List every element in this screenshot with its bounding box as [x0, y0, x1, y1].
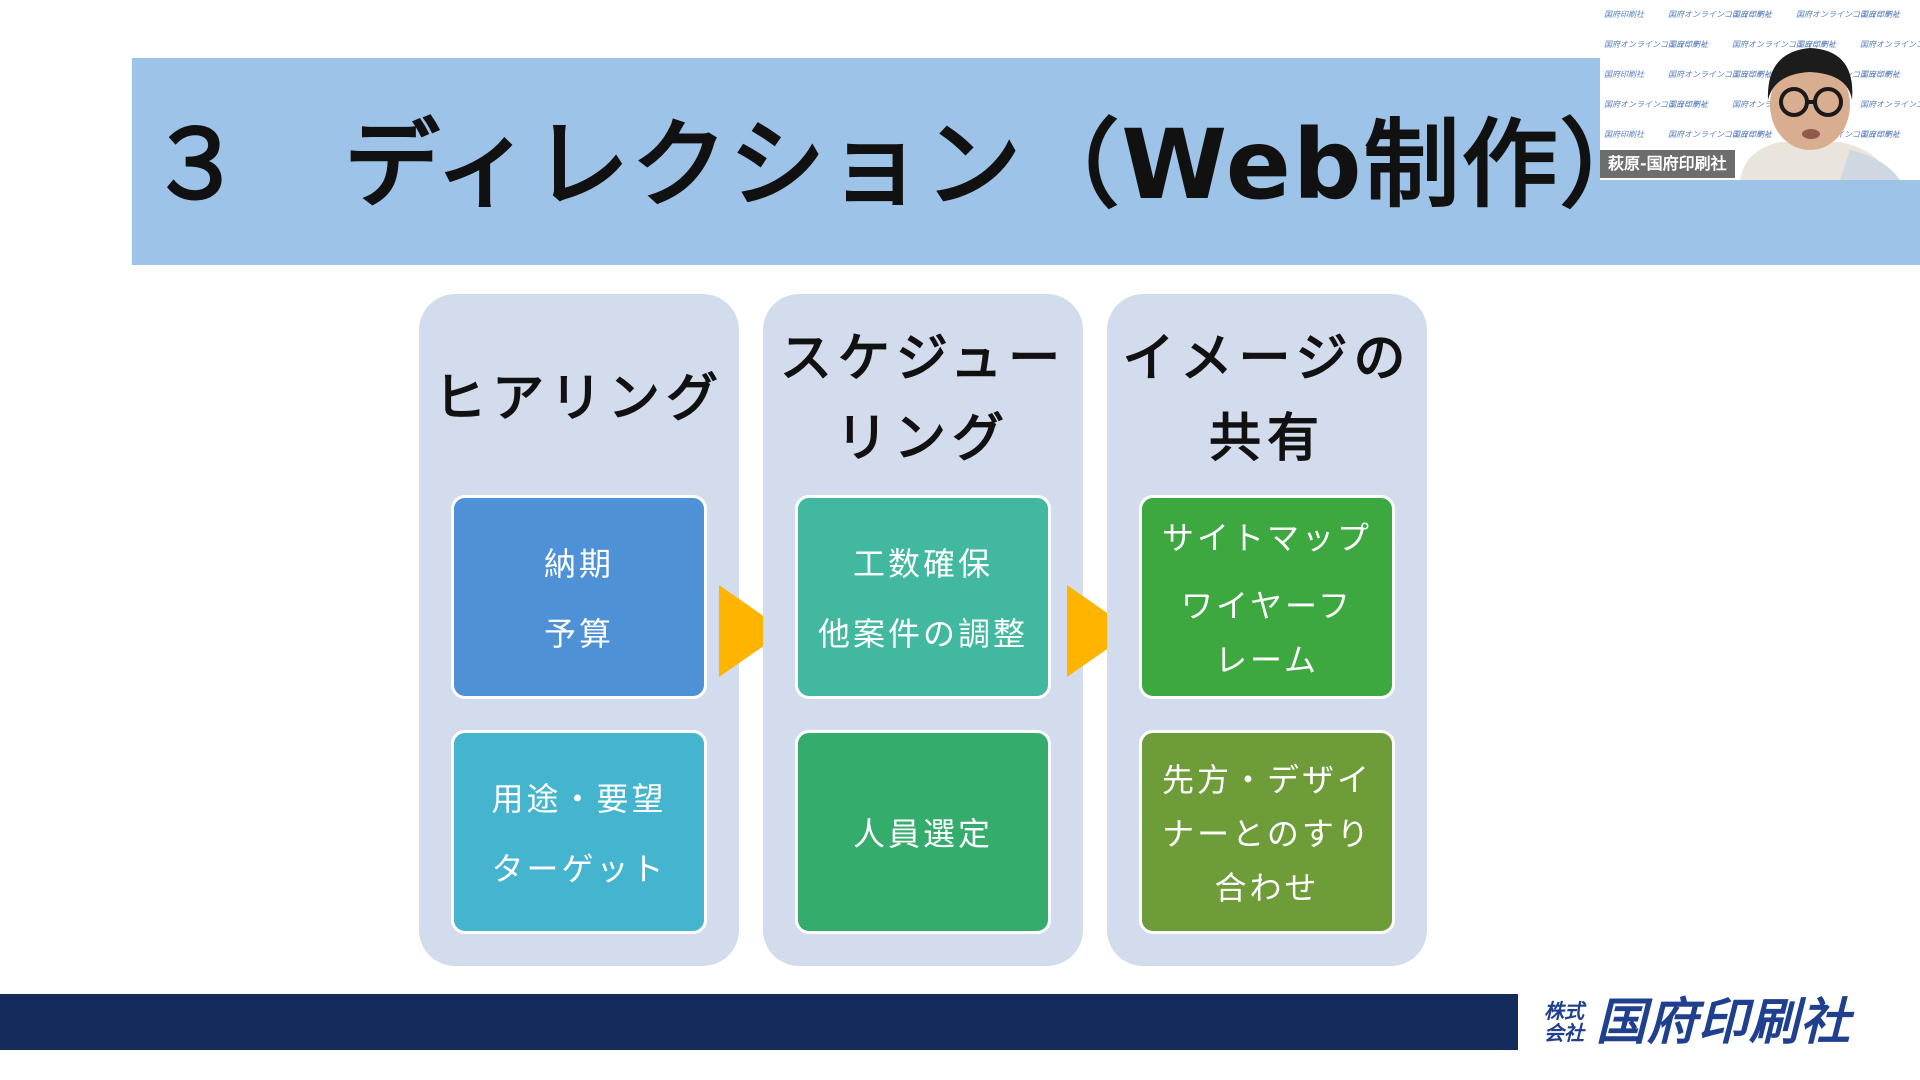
participant-name-label: 萩原-国府印刷社 [1600, 150, 1735, 178]
card-alignment: 先方・デザイ ナーとのすり 合わせ [1139, 730, 1395, 934]
slide-title: ３ ディレクション（Web制作） [148, 109, 1658, 221]
footer-bar [0, 994, 1518, 1050]
webcam-video[interactable]: 国府印刷社 国府オンラインコミュニティ 国府印刷社 国府オンラインコミュニティ … [1600, 0, 1920, 180]
card-staffing: 人員選定 [795, 730, 1051, 934]
card-purpose-target: 用途・要望 ターゲット [451, 730, 707, 934]
column-title: ヒアリング [433, 369, 724, 429]
card-sitemap-wireframe: サイトマップ ワイヤーフ レーム [1139, 495, 1395, 699]
card-deadline-budget: 納期 予算 [451, 495, 707, 699]
column-scheduling: スケジュー リング 工数確保 他案件の調整 人員選定 [763, 294, 1083, 966]
column-title-line-2: リング [835, 409, 1010, 469]
card-manhours: 工数確保 他案件の調整 [795, 495, 1051, 699]
column-title-line-1: スケジュー [779, 329, 1067, 389]
column-hearing: ヒアリング 納期 予算 用途・要望 ターゲット [419, 294, 739, 966]
column-image-sharing: イメージの 共有 サイトマップ ワイヤーフ レーム 先方・デザイ ナーとのすり … [1107, 294, 1427, 966]
column-title-line-1: イメージの [1122, 329, 1412, 389]
participant-video-person [1740, 48, 1900, 180]
column-title-line-2: 共有 [1208, 409, 1325, 469]
company-logo: 株式 会社 国府印刷社 [1544, 993, 1851, 1051]
